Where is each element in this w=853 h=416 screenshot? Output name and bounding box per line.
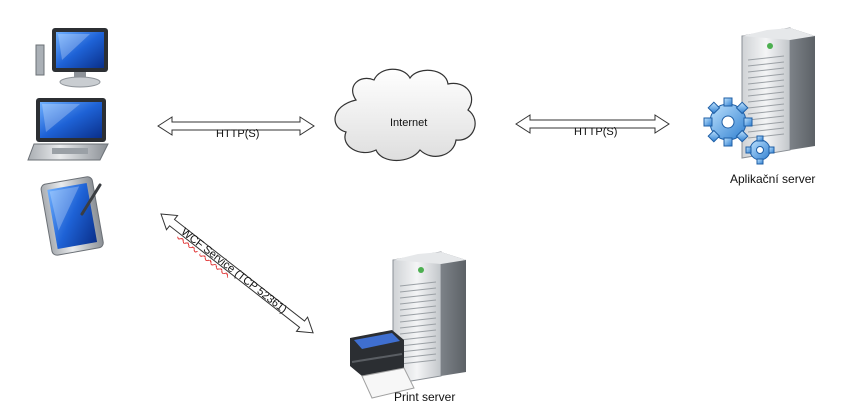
app-server-label: Aplikační server xyxy=(730,172,816,186)
server-tower-with-printer-icon xyxy=(350,251,466,399)
cloud-icon xyxy=(334,68,476,162)
tablet-pc-icon xyxy=(40,176,104,256)
http-label-right: HTTP(S) xyxy=(574,126,618,138)
http-arrow-left xyxy=(157,116,315,136)
http-label-left: HTTP(S) xyxy=(216,128,260,140)
desktop-monitor-icon xyxy=(35,28,108,88)
internet-label: Internet xyxy=(390,117,428,129)
print-server-label: Print server xyxy=(394,390,456,404)
laptop-icon xyxy=(27,98,109,161)
server-tower-with-gears-icon xyxy=(703,27,815,165)
http-arrow-right xyxy=(515,114,670,134)
wcf-arrow xyxy=(160,213,314,334)
